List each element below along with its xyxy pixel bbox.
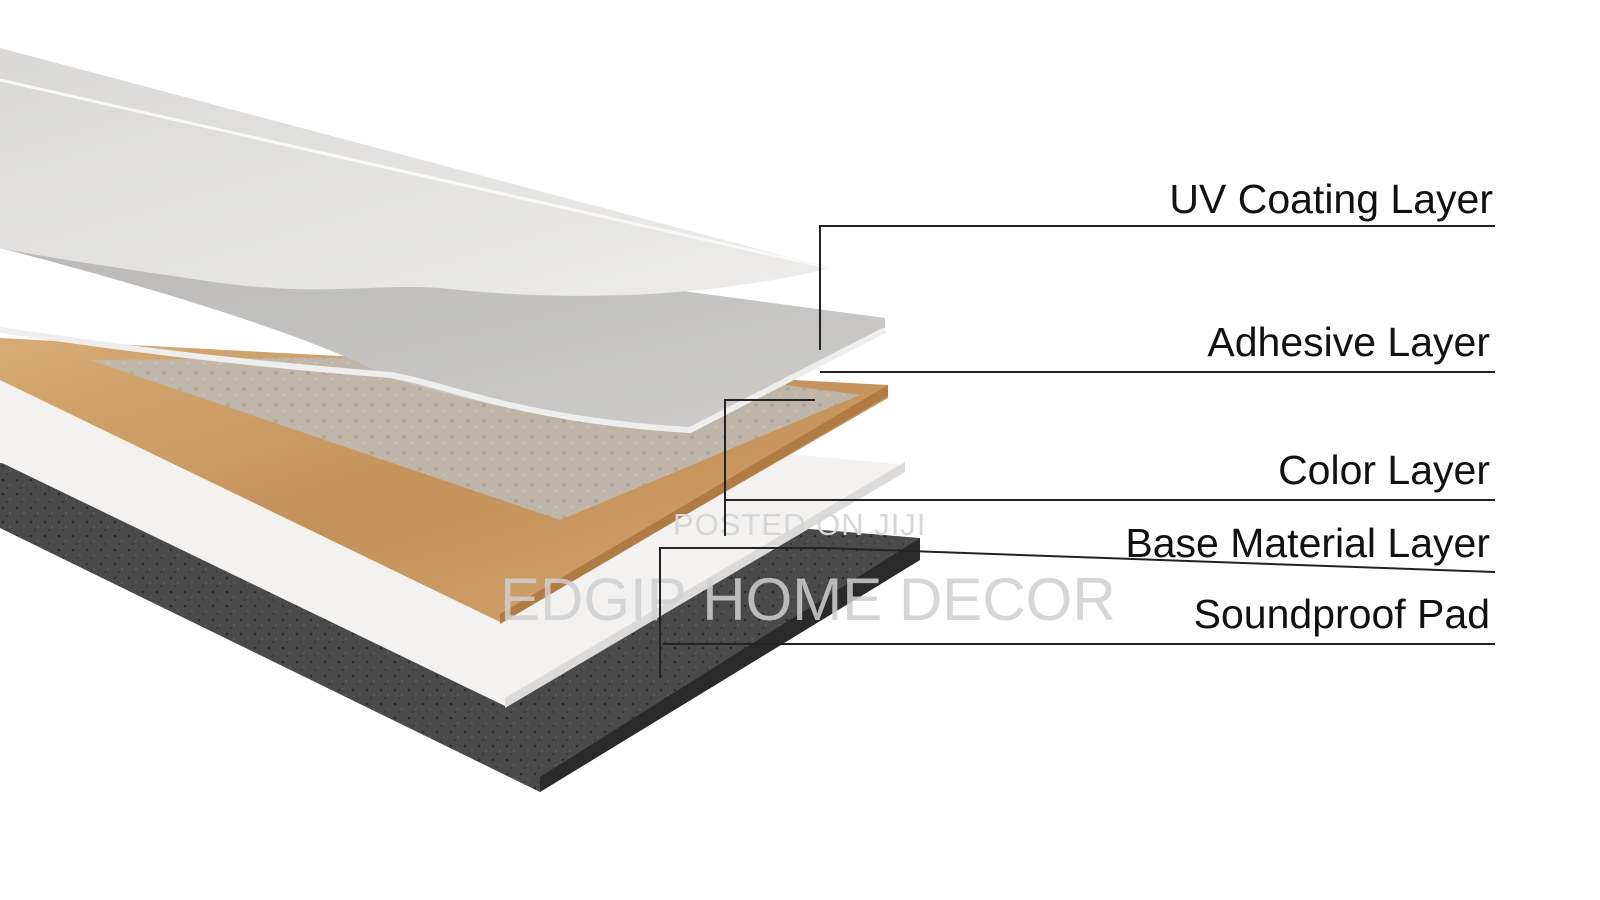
watermark-posted: POSTED ON JIJI bbox=[673, 507, 926, 542]
leader-line-base-material bbox=[659, 547, 1496, 678]
label-color: Color Layer bbox=[1278, 447, 1490, 493]
label-soundproof-pad: Soundproof Pad bbox=[1194, 591, 1490, 637]
label-uv-coating: UV Coating Layer bbox=[1169, 176, 1493, 222]
watermark-brand: EDGIP HOME DECOR bbox=[500, 566, 1116, 633]
label-base-material: Base Material Layer bbox=[1125, 520, 1490, 566]
leader-line-uv-coating bbox=[819, 225, 1495, 350]
leader-line-color bbox=[724, 399, 815, 536]
uv-coating-layer bbox=[0, 48, 831, 296]
label-adhesive: Adhesive Layer bbox=[1207, 319, 1490, 365]
